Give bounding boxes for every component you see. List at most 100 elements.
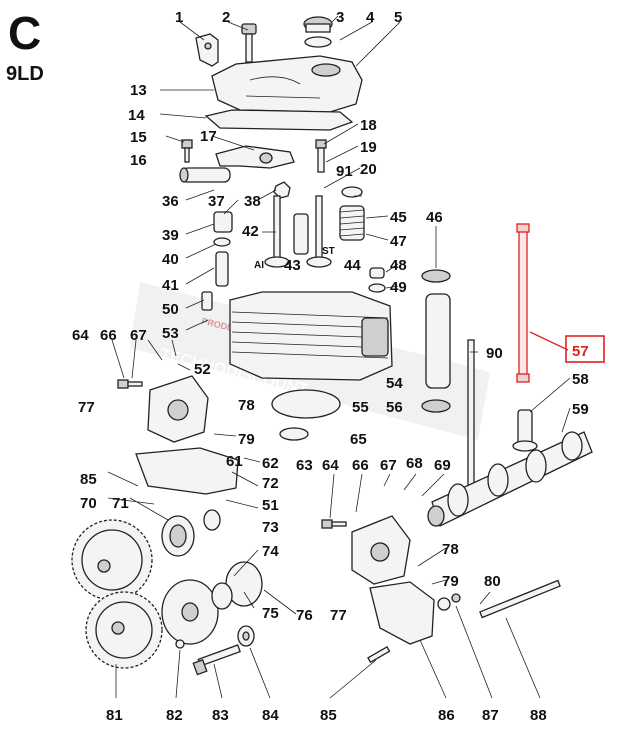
part-label-15: 15 — [130, 129, 147, 146]
part-flange-75 — [161, 579, 219, 645]
part-gear-large — [71, 519, 153, 601]
part-label-84: 84 — [262, 707, 279, 724]
part-label-88: 88 — [530, 707, 547, 724]
part-label-85: 85 — [80, 471, 97, 488]
part-label-87: 87 — [482, 707, 499, 724]
part-o-ring-55 — [271, 389, 341, 419]
part-valve-spring-cap — [341, 186, 363, 198]
part-label-64: 64 — [72, 327, 89, 344]
part-label-54: 54 — [386, 375, 403, 392]
part-guide-50 — [201, 291, 213, 311]
part-label-42: 42 — [242, 223, 259, 240]
part-valve-guide-43 — [293, 213, 309, 255]
part-snap-ring — [203, 509, 221, 531]
part-label-4: 4 — [366, 9, 375, 26]
part-small-screw — [181, 139, 193, 163]
part-exhaust-valve — [306, 195, 332, 268]
part-label-66-dup: 66 — [352, 457, 369, 474]
part-bolt-64-right — [321, 519, 347, 529]
part-label-46: 46 — [426, 209, 443, 226]
part-label-91: 91 — [336, 163, 353, 180]
part-fork-86 — [369, 581, 435, 645]
part-label-63: 63 — [296, 457, 313, 474]
part-label-78: 78 — [238, 397, 255, 414]
part-label-39: 39 — [162, 227, 179, 244]
part-label-65: 65 — [350, 431, 367, 448]
part-label-82: 82 — [166, 707, 183, 724]
part-rocker-arm — [215, 145, 295, 169]
part-label-90: 90 — [486, 345, 503, 362]
part-camshaft — [427, 431, 593, 527]
part-label-45: 45 — [390, 209, 407, 226]
part-intake-valve — [264, 195, 290, 268]
part-label-49: 49 — [390, 279, 407, 296]
part-label-71: 71 — [112, 495, 129, 512]
part-label-36: 36 — [162, 193, 179, 210]
part-nut-38 — [273, 181, 291, 199]
part-label-41: 41 — [162, 277, 179, 294]
part-bearing-73 — [161, 515, 195, 557]
part-label-55: 55 — [352, 399, 369, 416]
part-label-62: 62 — [262, 455, 279, 472]
part-label-80: 80 — [484, 573, 501, 590]
part-tappet-37 — [213, 211, 233, 233]
part-label-76: 76 — [296, 607, 313, 624]
part-label-67-dup: 67 — [380, 457, 397, 474]
part-fork-72 — [135, 447, 239, 495]
part-gear-lower — [85, 591, 163, 669]
part-nut-87 — [437, 593, 461, 611]
part-valve-spring — [339, 205, 365, 241]
part-rod-88 — [479, 579, 561, 619]
part-label-2: 2 — [222, 9, 230, 26]
part-valve-cover — [211, 55, 363, 113]
part-label-19: 19 — [360, 139, 377, 156]
part-label-81: 81 — [106, 707, 123, 724]
part-label-67: 67 — [130, 327, 147, 344]
part-label-59: 59 — [572, 401, 589, 418]
part-label-58: 58 — [572, 371, 589, 388]
part-label-16: 16 — [130, 152, 147, 169]
part-label-13: 13 — [130, 82, 147, 99]
part-bolt-83 — [192, 644, 241, 676]
part-bracket — [195, 33, 219, 67]
part-screw-85 — [367, 646, 391, 664]
part-label-72: 72 — [262, 475, 279, 492]
part-guide-41 — [215, 251, 229, 287]
part-label-61: 61 — [226, 453, 243, 470]
part-seal-63 — [279, 427, 309, 441]
part-label-53: 53 — [162, 325, 179, 342]
part-adjusting-screw — [315, 139, 327, 173]
part-label-77: 77 — [78, 399, 95, 416]
part-label-17: 17 — [200, 128, 217, 145]
part-ring-76 — [211, 561, 263, 610]
part-label-38: 38 — [244, 193, 261, 210]
part-label-44: 44 — [344, 257, 361, 274]
section-letter: C — [8, 7, 42, 59]
part-label-51: 51 — [262, 497, 279, 514]
part-label-14: 14 — [128, 107, 145, 124]
part-pushrod-highlighted — [516, 223, 530, 383]
intake-valve-mark: AI — [254, 260, 264, 271]
part-label-1: 1 — [175, 9, 183, 26]
part-label-40: 40 — [162, 251, 179, 268]
part-label-56: 56 — [386, 399, 403, 416]
part-label-75: 75 — [262, 605, 279, 622]
part-label-77-dup: 77 — [330, 607, 347, 624]
part-label-18: 18 — [360, 117, 377, 134]
part-label-43: 43 — [284, 257, 301, 274]
part-label-37: 37 — [208, 193, 225, 210]
part-label-69: 69 — [434, 457, 451, 474]
part-label-86: 86 — [438, 707, 455, 724]
part-screw — [241, 23, 257, 63]
part-label-79-dup: 79 — [442, 573, 459, 590]
part-label-64-dup: 64 — [322, 457, 339, 474]
part-label-3: 3 — [336, 9, 344, 26]
part-label-50: 50 — [162, 301, 179, 318]
part-valve-cover-gasket — [204, 109, 354, 131]
part-label-20: 20 — [360, 161, 377, 178]
part-label-52: 52 — [194, 361, 211, 378]
part-label-73: 73 — [262, 519, 279, 536]
leader-lines — [107, 15, 571, 699]
part-label-79: 79 — [238, 431, 255, 448]
